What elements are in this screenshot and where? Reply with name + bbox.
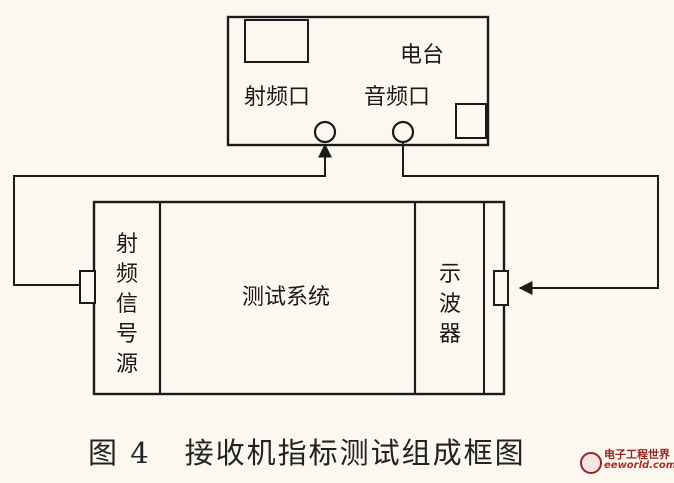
eeworld-logo-icon — [580, 452, 602, 474]
rf-source-char: 号 — [116, 322, 138, 347]
audio-cable — [402, 142, 659, 295]
radio-station-box: 电台 射频口 音频口 — [226, 15, 490, 147]
rf-source-output-connector — [79, 270, 96, 304]
figure-title: 接收机指标测试组成框图 — [184, 436, 526, 470]
rf-source-char: 源 — [116, 352, 138, 377]
rf-cable — [13, 143, 332, 286]
audio-port-label: 音频口 — [364, 85, 430, 110]
watermark-url: eeworld.com.cn — [604, 460, 674, 471]
oscilloscope-char: 器 — [439, 322, 461, 347]
rf-port-connector — [313, 120, 337, 144]
rf-source-char: 频 — [116, 262, 138, 287]
radio-display-panel — [244, 19, 309, 63]
audio-port-connector — [391, 120, 415, 144]
eeworld-watermark: 电子工程世界 eeworld.com.cn — [580, 444, 674, 480]
test-bench-box: 射 频 信 号 源 测试系统 示 波 器 — [79, 200, 509, 396]
figure-number: 图 4 — [88, 436, 151, 470]
oscilloscope-label: 示 波 器 — [439, 262, 461, 347]
rf-source-char: 信 — [116, 292, 138, 317]
figure-caption: 图 4 接收机指标测试组成框图 — [88, 430, 526, 472]
radio-label: 电台 — [400, 43, 444, 68]
watermark-brand: 电子工程世界 — [604, 448, 670, 461]
oscilloscope-char: 示 — [439, 262, 461, 287]
rf-source-char: 射 — [116, 232, 138, 257]
oscilloscope-input-connector — [493, 270, 509, 306]
rf-signal-source-label: 射 频 信 号 源 — [116, 232, 138, 377]
oscilloscope-char: 波 — [439, 292, 461, 317]
test-system-label: 测试系统 — [242, 285, 330, 310]
radio-side-panel — [455, 103, 487, 139]
rf-port-label: 射频口 — [244, 85, 310, 110]
